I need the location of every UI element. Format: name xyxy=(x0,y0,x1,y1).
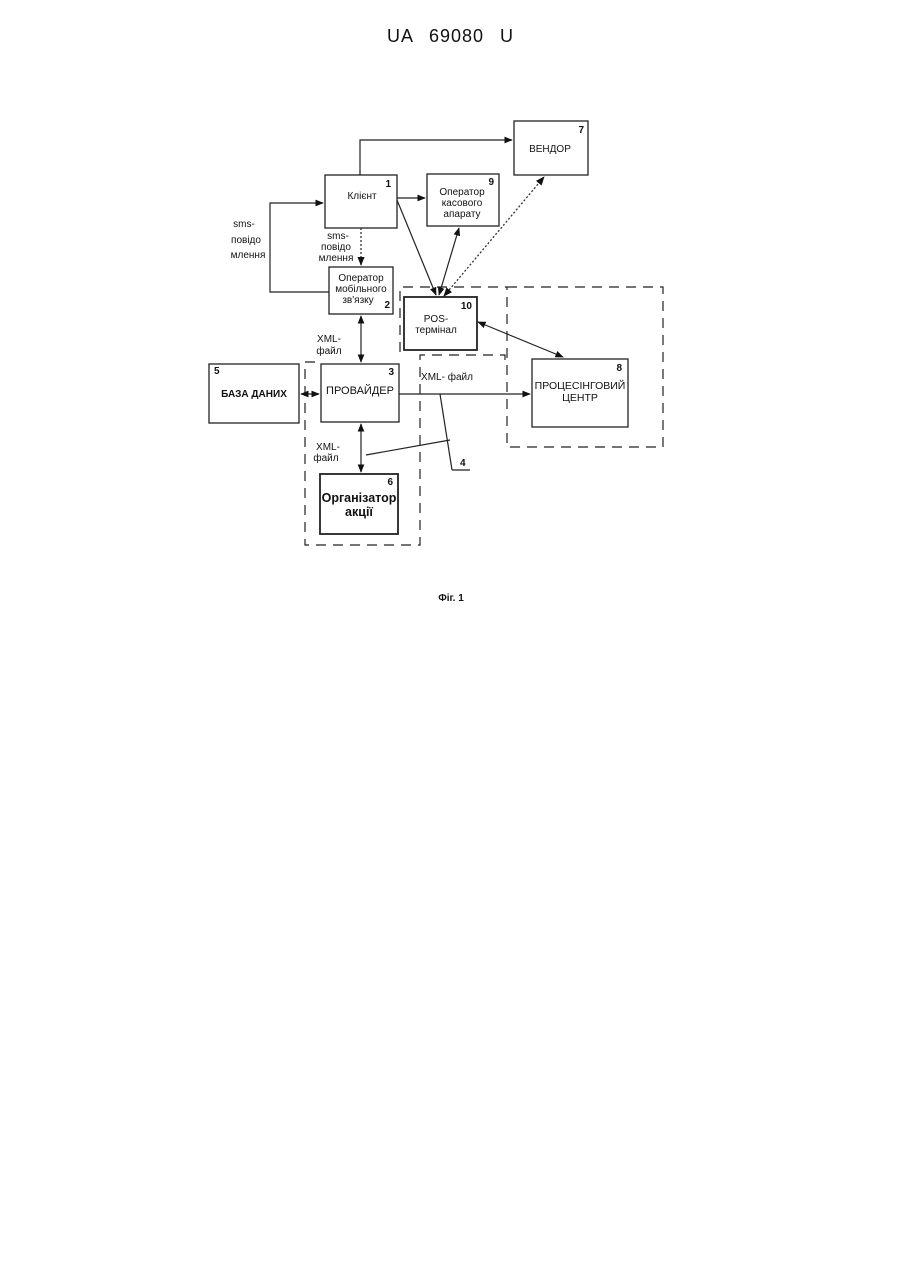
pos-processing-arrow xyxy=(478,322,563,357)
sms-left-label-3: млення xyxy=(231,250,266,261)
database-label: БАЗА ДАНИХ xyxy=(221,389,287,400)
sms-center-label-3: млення xyxy=(319,253,354,264)
client-label: Клієнт xyxy=(347,191,377,202)
vendor-number: 7 xyxy=(578,125,584,136)
database-box: БАЗА ДАНИХ 5 xyxy=(209,364,299,423)
pos-label-1: POS- xyxy=(424,314,448,325)
mobile-label-3: зв'язку xyxy=(342,295,373,306)
sms-center-label-2: повідо xyxy=(321,242,351,253)
database-number: 5 xyxy=(214,366,220,377)
client-vendor-arrow xyxy=(360,140,512,175)
sms-left-label-2: повідо xyxy=(231,235,261,246)
mobile-number: 2 xyxy=(384,300,390,311)
pos-label-2: термінал xyxy=(415,325,457,336)
group-4-leader-top xyxy=(440,394,452,470)
provider-label: ПРОВАЙДЕР xyxy=(326,384,394,397)
xml-top-label-2: файл xyxy=(316,345,341,357)
organizer-label-2: акції xyxy=(345,505,373,519)
cashier-label-2: касового xyxy=(442,198,483,209)
cashier-number: 9 xyxy=(488,177,494,188)
provider-number: 3 xyxy=(388,367,394,378)
cashier-label-1: Оператор xyxy=(439,187,485,198)
vendor-box: ВЕНДОР 7 xyxy=(514,121,588,175)
cashier-pos-arrow xyxy=(439,228,459,295)
mobile-label-1: Оператор xyxy=(338,273,384,284)
organizer-box: Організатор акції 6 xyxy=(320,474,398,534)
cashier-box: Оператор касового апарату 9 xyxy=(427,174,499,226)
processing-number: 8 xyxy=(616,363,622,374)
xml-bottom-label-1: XML- xyxy=(316,442,340,453)
pos-number: 10 xyxy=(461,301,473,312)
organizer-label-1: Організатор xyxy=(322,491,397,505)
processing-center-box: ПРОЦЕСІНГОВИЙ ЦЕНТР 8 xyxy=(532,359,628,427)
figure-caption: Фіг. 1 xyxy=(438,593,464,604)
group-4-label: 4 xyxy=(460,458,466,469)
processing-label-1: ПРОЦЕСІНГОВИЙ xyxy=(535,379,626,392)
cashier-label-3: апарату xyxy=(443,209,480,220)
mobile-operator-box: Оператор мобільного зв'язку 2 xyxy=(329,267,393,314)
group-4-leader-bottom xyxy=(366,440,450,455)
client-number: 1 xyxy=(385,179,391,190)
sms-center-label-1: sms- xyxy=(327,231,349,242)
xml-top-label-1: XML- xyxy=(317,334,341,345)
mobile-label-2: мобільного xyxy=(335,283,387,295)
sms-left-label-1: sms- xyxy=(233,219,255,230)
xml-right-label: XML- файл xyxy=(421,371,473,383)
xml-bottom-label-2: файл xyxy=(313,452,338,464)
pos-terminal-box: POS- термінал 10 xyxy=(404,297,477,350)
client-box: Клієнт 1 xyxy=(325,175,397,228)
vendor-label: ВЕНДОР xyxy=(529,144,571,155)
processing-label-2: ЦЕНТР xyxy=(562,392,598,404)
provider-box: ПРОВАЙДЕР 3 xyxy=(321,364,399,422)
organizer-number: 6 xyxy=(387,477,393,488)
